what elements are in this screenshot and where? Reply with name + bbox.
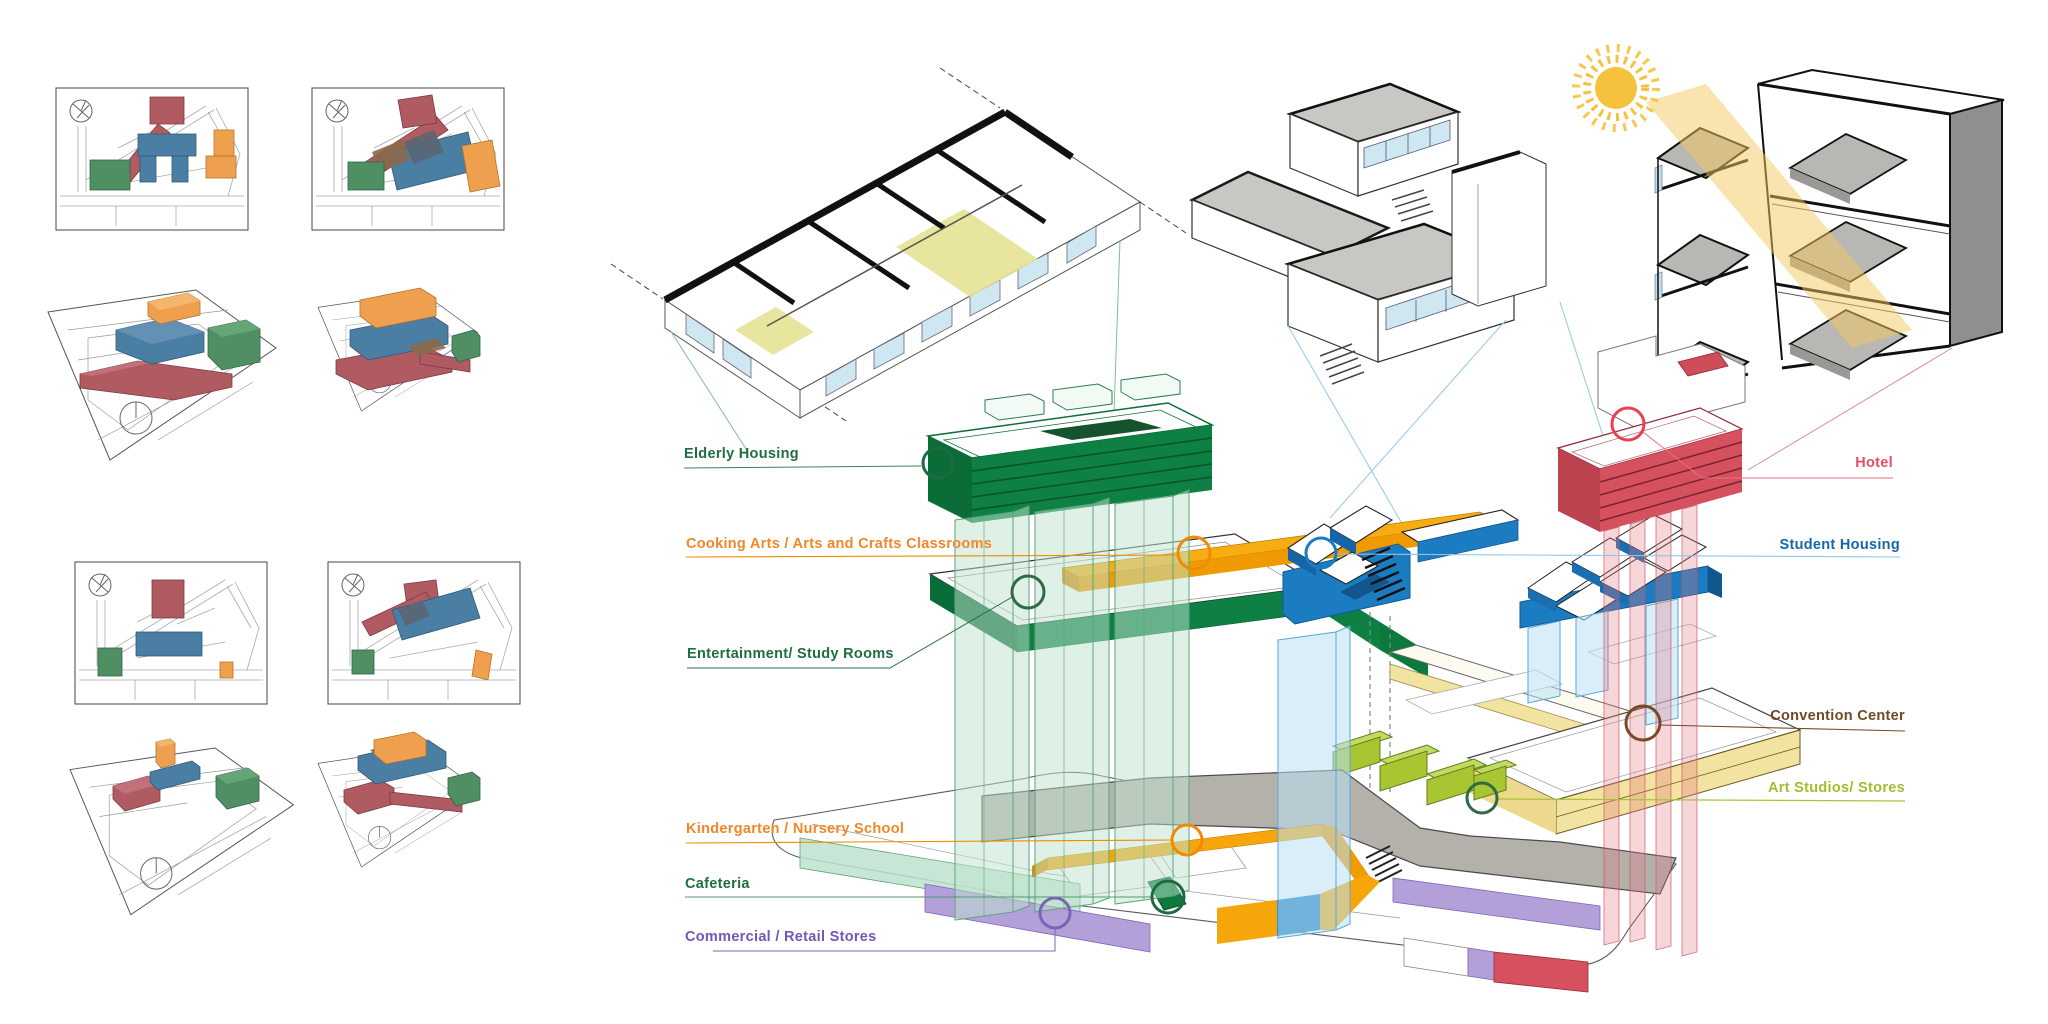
label-entertainment: Entertainment/ Study Rooms [687,646,894,662]
callout-circle-hotel [1610,406,1646,442]
student-housing-columns [1277,598,1679,939]
label-leader-lines [683,431,1906,952]
label-convention-center: Convention Center [1770,708,1905,724]
plan-thumbnail-1 [55,87,249,231]
callout-circle-art [1465,781,1499,815]
art-studios-block [1331,730,1518,806]
label-kindergarten: Kindergarten / Nursery School [686,821,905,837]
label-elderly-housing: Elderly Housing [684,446,799,462]
sun-beam [1646,84,1912,348]
massing-studies-panel [47,87,521,916]
callout-circle-commercial [1038,896,1072,930]
callout-circle-cafeteria [1150,879,1186,915]
callout-circle-cooking [1176,535,1212,571]
hotel-block [1556,335,1746,532]
axon-thumbnail-3 [69,738,294,916]
label-cafeteria: Cafeteria [685,876,750,892]
label-art-studios: Art Studios/ Stores [1767,780,1905,796]
hotel-columns [1603,504,1698,957]
exploded-axon [610,44,2005,993]
axon-thumbnail-2 [317,287,481,412]
unit-plan-cutaway [610,67,1187,422]
axon-thumbnail-1 [47,289,277,461]
callout-circle-convention [1624,704,1662,742]
label-cooking-arts: Cooking Arts / Arts and Crafts Classroom… [686,536,993,552]
elderly-housing-block [925,373,1215,523]
label-student-housing: Student Housing [1779,537,1900,553]
callout-circle-kindergarten [1170,823,1204,857]
callout-circle-entertainment [1010,574,1046,610]
callout-circle-student [1304,536,1338,570]
plan-thumbnail-4 [327,561,521,705]
elderly-columns [954,489,1190,921]
label-commercial: Commercial / Retail Stores [685,929,877,945]
axon-thumbnail-4 [317,731,481,868]
callout-circle-elderly [921,446,955,480]
label-hotel: Hotel [1855,455,1893,471]
sun-icon [1572,44,1660,132]
program-axon-middle [1188,82,1547,385]
plan-thumbnail-3 [74,561,268,705]
callout-circles [921,406,1662,930]
plan-thumbnail-2 [311,87,505,231]
